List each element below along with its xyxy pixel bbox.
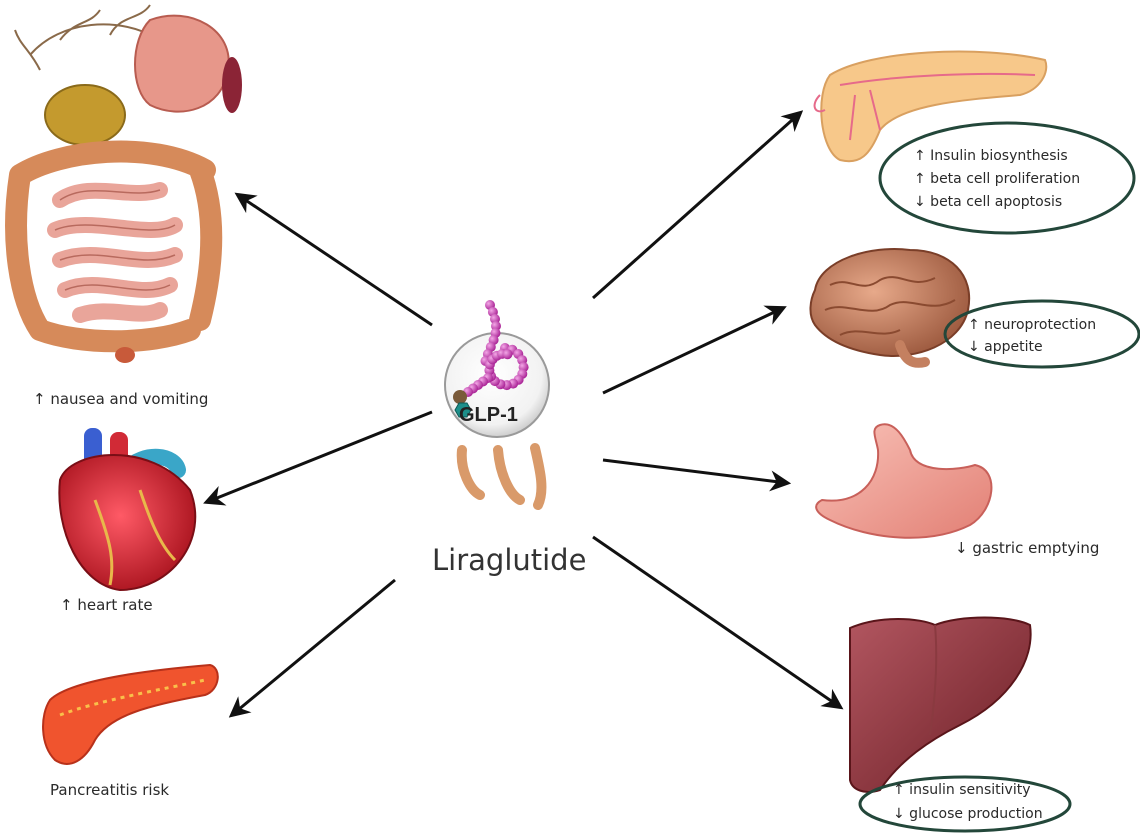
arrow-to-intestines — [238, 195, 432, 325]
arrow-to-brain — [603, 308, 783, 393]
pancreatitis-label: Pancreatitis risk — [50, 783, 169, 798]
gastric-emptying-label: ↓ gastric emptying — [955, 541, 1099, 556]
arrow-to-liver — [593, 537, 840, 707]
arrow-to-heart — [207, 412, 432, 502]
brain-effects-list: ↑ neuroprotection ↓ appetite — [968, 314, 1096, 358]
heart-icon — [59, 428, 195, 590]
pancreas-effect-1: ↑ Insulin biosynthesis — [914, 145, 1080, 168]
glp1-molecule-icon — [445, 300, 549, 505]
arrow-to-pancreas-risk — [232, 580, 395, 715]
brain-icon — [810, 249, 969, 363]
peptide-bead — [503, 349, 513, 359]
brain-effect-1: ↑ neuroprotection — [968, 314, 1096, 336]
pancreas-effects-list: ↑ Insulin biosynthesis ↑ beta cell proli… — [914, 145, 1080, 214]
liver-effect-2: ↓ glucose production — [893, 802, 1043, 826]
stomach-icon — [816, 424, 991, 538]
pancreas-effect-3: ↓ beta cell apoptosis — [914, 191, 1080, 214]
pancreas-effect-2: ↑ beta cell proliferation — [914, 168, 1080, 191]
nausea-label: ↑ nausea and vomiting — [33, 392, 208, 407]
liver-effect-1: ↑ insulin sensitivity — [893, 778, 1043, 802]
heart-rate-label: ↑ heart rate — [60, 598, 153, 613]
drug-name-label: Liraglutide — [432, 543, 586, 577]
liver-effects-list: ↑ insulin sensitivity ↓ glucose producti… — [893, 778, 1043, 826]
pancreas-icon — [43, 665, 218, 764]
brain-effect-2: ↓ appetite — [968, 336, 1096, 358]
intestines-icon — [15, 5, 242, 363]
arrow-to-stomach — [603, 460, 787, 483]
glp1-label: GLP-1 — [459, 404, 518, 427]
arrow-to-pancreas-islet — [593, 113, 800, 298]
liver-icon — [850, 618, 1031, 792]
